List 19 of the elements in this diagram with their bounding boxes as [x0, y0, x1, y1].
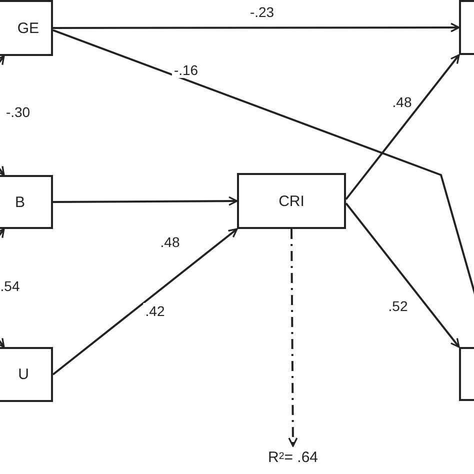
arrow	[53, 22, 460, 32]
variable-box	[237, 173, 346, 229]
arrow	[345, 202, 460, 348]
variable-name: CRI	[278, 192, 304, 210]
variable-name: GE	[17, 20, 39, 36]
arrow	[53, 196, 238, 206]
variable-name: B	[14, 194, 25, 210]
path-coefficient: .42	[143, 303, 167, 319]
dash-dot-arrow	[288, 229, 298, 447]
path-coefficient: -.30	[4, 104, 32, 120]
path-coefficient: -.23	[248, 4, 276, 20]
arrow	[0, 228, 5, 348]
r-squared-label: R$^{2}$= .64	[258, 446, 328, 468]
arrow	[0, 55, 5, 176]
arrow	[345, 54, 460, 200]
path-coefficient: -.16	[172, 62, 200, 78]
path-coefficient: .54	[0, 278, 22, 294]
arrow	[52, 228, 238, 376]
variable-name: U	[18, 366, 29, 383]
